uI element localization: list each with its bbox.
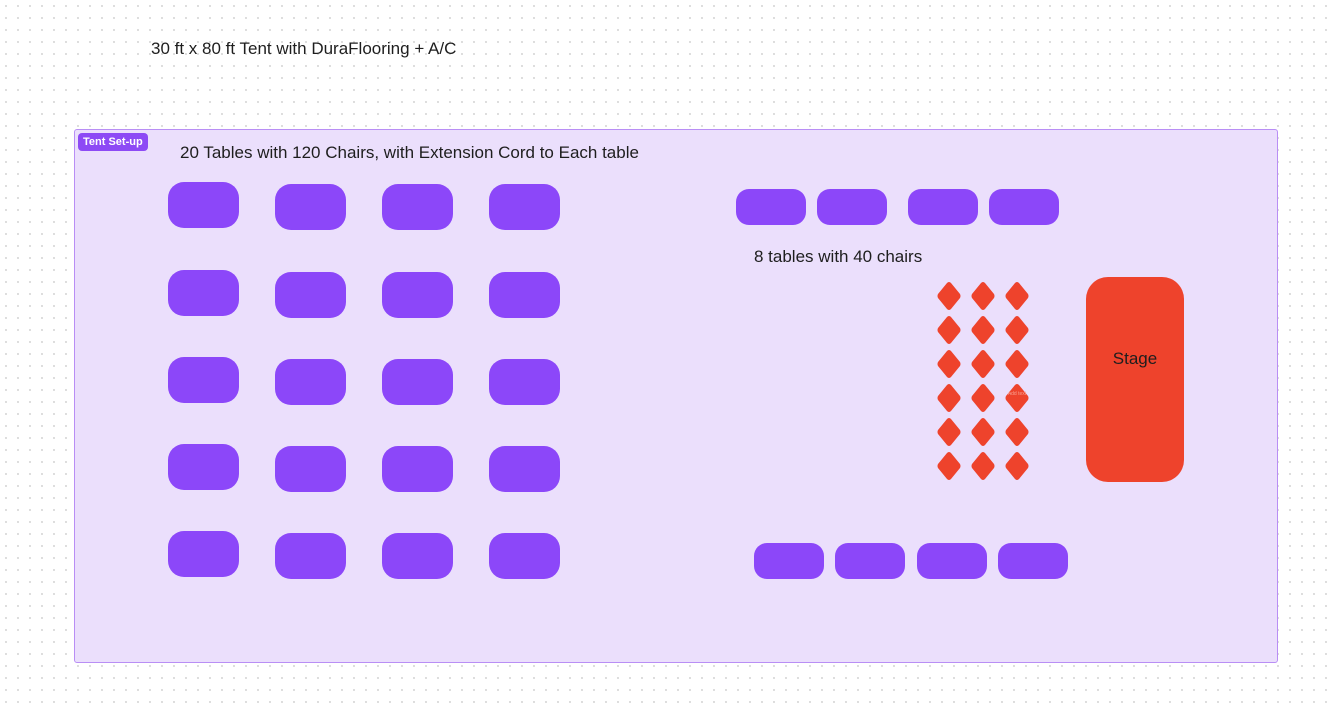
chair[interactable] (1004, 417, 1030, 447)
left-table[interactable] (489, 272, 560, 318)
chair[interactable]: Add text (1004, 383, 1030, 413)
stage[interactable]: Stage (1086, 277, 1184, 482)
right-bottom-table[interactable] (835, 543, 905, 579)
right-top-table[interactable] (908, 189, 978, 225)
chair-diamond-icon (971, 452, 995, 480)
chair-diamond-icon (971, 282, 995, 310)
left-table[interactable] (489, 359, 560, 405)
chair-diamond-icon (937, 282, 961, 310)
chair[interactable] (970, 281, 996, 311)
chair-diamond-icon (937, 418, 961, 446)
chair[interactable] (936, 417, 962, 447)
right-section-caption[interactable]: 8 tables with 40 chairs (754, 247, 923, 266)
right-top-table[interactable] (817, 189, 887, 225)
left-table[interactable] (489, 533, 560, 579)
chair[interactable] (936, 315, 962, 345)
left-table[interactable] (168, 531, 239, 577)
chair[interactable] (936, 383, 962, 413)
left-table[interactable] (489, 446, 560, 492)
left-table[interactable] (275, 272, 346, 318)
chair-diamond-icon (1005, 282, 1029, 310)
frame-label[interactable]: Tent Set-up (78, 133, 148, 151)
right-bottom-table[interactable] (998, 543, 1068, 579)
chair[interactable] (936, 281, 962, 311)
right-top-table[interactable] (736, 189, 806, 225)
left-table[interactable] (168, 182, 239, 228)
chair[interactable] (1004, 451, 1030, 481)
chair[interactable] (936, 451, 962, 481)
chair-diamond-icon (971, 418, 995, 446)
chair-diamond-icon (937, 384, 961, 412)
left-section-caption[interactable]: 20 Tables with 120 Chairs, with Extensio… (180, 143, 639, 162)
chair[interactable] (970, 315, 996, 345)
chair-diamond-icon (971, 316, 995, 344)
right-bottom-table[interactable] (754, 543, 824, 579)
left-table[interactable] (382, 272, 453, 318)
chair-diamond-icon (1005, 452, 1029, 480)
left-table[interactable] (275, 533, 346, 579)
left-table[interactable] (489, 184, 560, 230)
chair-placeholder-text: Add text (1007, 391, 1027, 397)
chair[interactable] (1004, 349, 1030, 379)
left-table[interactable] (275, 359, 346, 405)
chair[interactable] (1004, 281, 1030, 311)
left-table[interactable] (168, 270, 239, 316)
chair-diamond-icon (937, 316, 961, 344)
chair-diamond-icon (971, 384, 995, 412)
chair[interactable] (970, 349, 996, 379)
left-table[interactable] (275, 446, 346, 492)
left-table[interactable] (382, 359, 453, 405)
right-bottom-table[interactable] (917, 543, 987, 579)
chair[interactable] (970, 451, 996, 481)
left-table[interactable] (382, 533, 453, 579)
chair-diamond-icon (1005, 316, 1029, 344)
chair[interactable] (970, 417, 996, 447)
stage-label: Stage (1112, 349, 1158, 368)
left-table[interactable] (168, 357, 239, 403)
page-title: 30 ft x 80 ft Tent with DuraFlooring + A… (151, 39, 457, 58)
chair[interactable] (1004, 315, 1030, 345)
left-table[interactable] (275, 184, 346, 230)
chair-diamond-icon (1005, 384, 1029, 412)
chair[interactable] (936, 349, 962, 379)
left-table[interactable] (168, 444, 239, 490)
chair-diamond-icon (1005, 350, 1029, 378)
right-top-table[interactable] (989, 189, 1059, 225)
chair-diamond-icon (971, 350, 995, 378)
chair-diamond-icon (937, 452, 961, 480)
left-table[interactable] (382, 184, 453, 230)
left-table[interactable] (382, 446, 453, 492)
chair-diamond-icon (1005, 418, 1029, 446)
chair[interactable] (970, 383, 996, 413)
tent-setup-frame[interactable] (74, 129, 1278, 663)
chair-diamond-icon (937, 350, 961, 378)
